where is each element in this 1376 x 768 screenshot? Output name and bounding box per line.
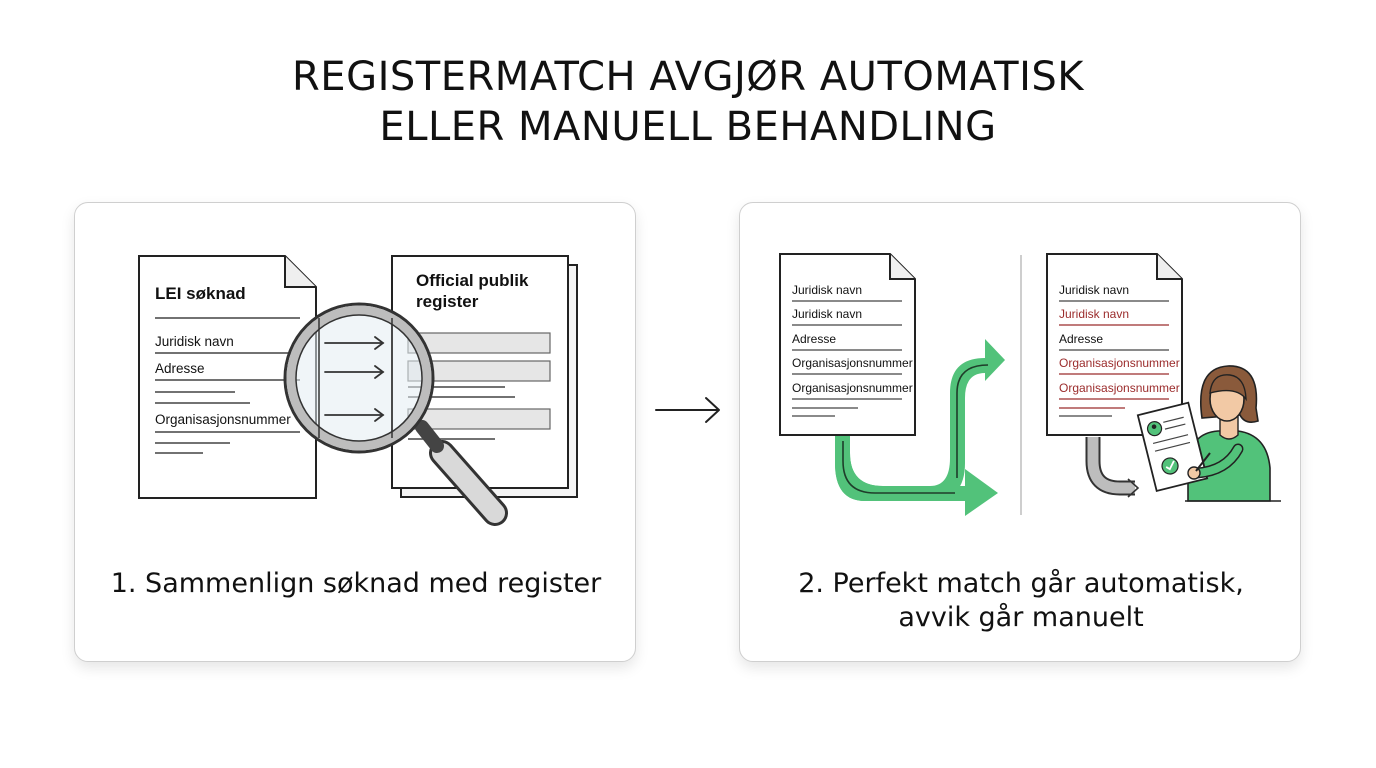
page-title-line-2: ELLER MANUELL BEHANDLING xyxy=(379,104,997,150)
mismatch-field-5: Organisasjonsnummer xyxy=(1059,381,1180,395)
step-1-caption: 1. Sammenlign søknad med register xyxy=(110,568,602,599)
match-field-5: Organisasjonsnummer xyxy=(792,381,913,395)
application-field-org-number: Organisasjonsnummer xyxy=(155,412,291,427)
step-1-panel: Official publik register LEI søknad Juri… xyxy=(74,202,636,662)
step-2-caption: 2. Perfekt match går automatisk, avvik g… xyxy=(740,567,1302,635)
match-field-2: Juridisk navn xyxy=(792,307,862,321)
arrow-right-icon xyxy=(324,336,385,422)
match-field-3: Adresse xyxy=(792,332,836,346)
next-step-arrow-icon xyxy=(655,397,720,423)
match-field-1: Juridisk navn xyxy=(792,283,862,297)
step-1-illustration: Official publik register LEI søknad Juri… xyxy=(138,255,578,526)
step-2-caption-line-2: avvik går manuelt xyxy=(898,602,1144,633)
mismatch-document: Juridisk navn Juridisk navn Adresse Orga… xyxy=(1046,253,1183,436)
application-field-legal-name: Juridisk navn xyxy=(155,334,234,349)
reviewer-person-icon xyxy=(1136,365,1281,502)
mismatch-field-2: Juridisk navn xyxy=(1059,307,1129,321)
mismatch-field-1: Juridisk navn xyxy=(1059,283,1129,297)
register-document: Official publik register xyxy=(391,255,578,498)
mismatch-field-3: Adresse xyxy=(1059,332,1103,346)
step-2-panel: Juridisk navn Juridisk navn Adresse Orga… xyxy=(739,202,1301,662)
manual-route-arrow-icon xyxy=(1085,437,1140,498)
page-title-line-1: REGISTERMATCH AVGJØR AUTOMATISK xyxy=(292,54,1084,100)
application-heading: LEI søknad xyxy=(155,284,246,303)
mismatch-field-4: Organisasjonsnummer xyxy=(1059,356,1180,370)
page-title: REGISTERMATCH AVGJØR AUTOMATISK ELLER MA… xyxy=(0,52,1376,152)
magnifier-icon xyxy=(283,302,508,526)
register-heading-line-2: register xyxy=(416,292,479,311)
register-heading-line-1: Official publik xyxy=(416,271,529,290)
match-document: Juridisk navn Juridisk navn Adresse Orga… xyxy=(779,253,916,436)
checkmark-icon xyxy=(1161,457,1179,475)
application-field-address: Adresse xyxy=(155,361,205,376)
match-field-4: Organisasjonsnummer xyxy=(792,356,913,370)
split-route-arrow-icon xyxy=(835,339,1005,516)
step-2-caption-line-1: 2. Perfekt match går automatisk, xyxy=(798,568,1244,599)
step-2-illustration: Juridisk navn Juridisk navn Adresse Orga… xyxy=(779,253,1281,516)
